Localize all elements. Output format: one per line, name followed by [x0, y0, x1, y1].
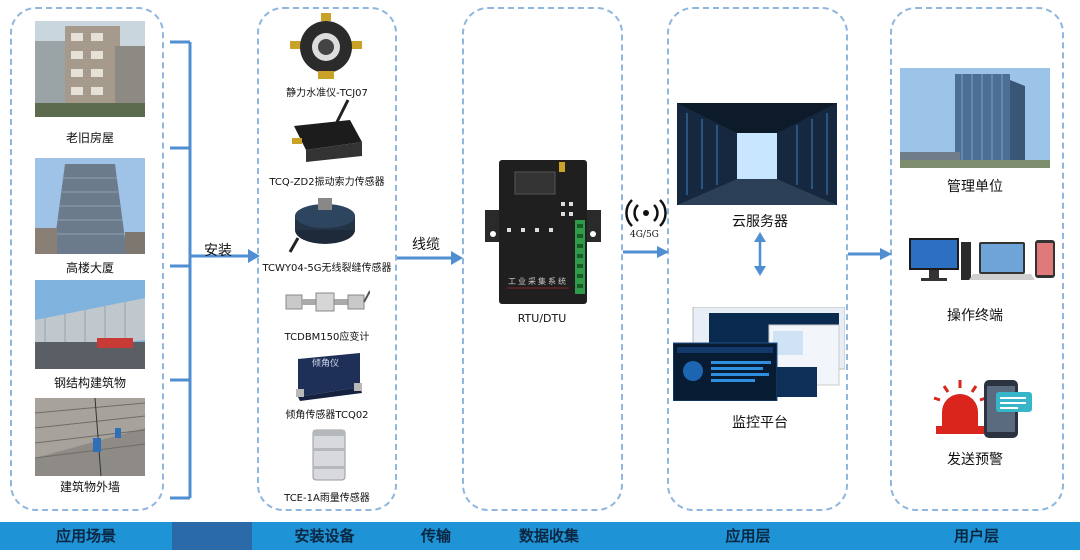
exterior-wall-image — [35, 398, 145, 476]
footer-collect: 数据收集 — [475, 522, 623, 550]
wireless-label: 4G/5G — [630, 230, 659, 240]
rtu-device-image — [485, 160, 601, 304]
bidirectional-arrow — [754, 232, 766, 276]
footer-user-layer: 用户层 — [873, 522, 1080, 550]
steel-building-image — [35, 280, 145, 369]
terminal-devices-image — [909, 238, 1055, 281]
scene-label-exterior-wall: 建筑物外墙 — [59, 480, 120, 494]
alarm-label: 发送预警 — [947, 452, 1003, 468]
wireless-arrow — [623, 246, 669, 258]
install-arrow — [190, 249, 260, 263]
install-label: 安装 — [204, 243, 232, 259]
cable-label: 线缆 — [412, 237, 440, 253]
footer-spacer — [172, 522, 252, 550]
strain-gauge-image — [285, 290, 370, 312]
application-panel — [667, 7, 848, 511]
rtu-label: RTU/DTU — [517, 312, 567, 325]
scene-label-old-house: 老旧房屋 — [65, 131, 114, 145]
device-label-crack-sensor: TCWY04-5G无线裂缝传感器 — [262, 263, 392, 274]
management-label: 管理单位 — [947, 179, 1003, 195]
device-label-tilt-sensor: 倾角传感器TCQ02 — [285, 410, 369, 421]
device-label-strain-gauge: TCDBM150应变计 — [284, 332, 370, 343]
footer-scene: 应用场景 — [0, 522, 172, 550]
alarm-icon — [933, 380, 1032, 438]
output-arrow — [848, 248, 892, 260]
monitor-platform-label: 监控平台 — [732, 415, 788, 431]
cloud-server-image — [677, 103, 837, 205]
monitor-platform-image — [673, 307, 845, 401]
tilt-device-text: 倾角仪 — [312, 359, 340, 369]
rtu-panel-text: 工业采集系统 — [508, 277, 568, 286]
old-house-image — [35, 21, 145, 117]
scene-label-steel-building: 钢结构建筑物 — [53, 376, 126, 390]
tilt-sensor-image — [296, 353, 362, 401]
device-label-rain-gauge: TCE-1A雨量传感器 — [284, 493, 370, 504]
hydrostatic-level-image — [290, 13, 362, 79]
device-panel — [257, 7, 397, 511]
footer-equipment: 安装设备 — [252, 522, 397, 550]
rain-gauge-image — [312, 429, 346, 481]
device-label-hydrostatic-level: 静力水准仪-TCJ07 — [286, 88, 368, 99]
terminal-label: 操作终端 — [947, 308, 1003, 324]
high-rise-image — [35, 158, 145, 254]
install-bracket — [170, 40, 192, 500]
wireless-signal-icon — [625, 199, 667, 227]
crack-sensor-image — [288, 198, 355, 253]
vibration-sensor-image — [292, 99, 362, 162]
scene-label-high-rise: 高楼大厦 — [65, 261, 114, 275]
management-building-image — [900, 68, 1050, 168]
cloud-server-label: 云服务器 — [732, 214, 788, 230]
cable-arrow — [397, 251, 463, 265]
footer-app-layer: 应用层 — [623, 522, 873, 550]
footer-transfer: 传输 — [397, 522, 475, 550]
device-label-vibration-sensor: TCQ-ZD2振动索力传感器 — [269, 177, 385, 188]
